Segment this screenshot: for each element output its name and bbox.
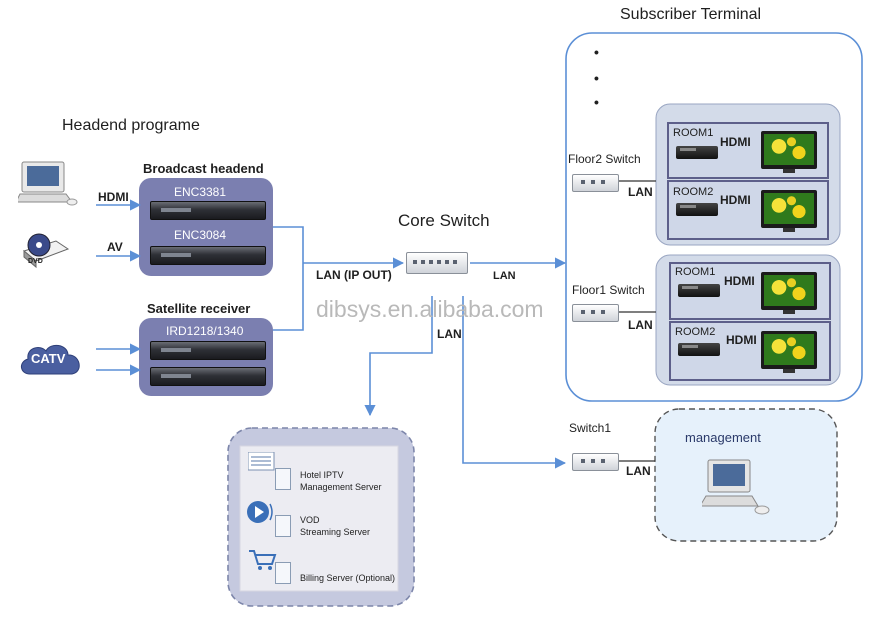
cart-icon xyxy=(249,550,277,570)
core-switch-icon xyxy=(406,252,468,274)
headend-program-title: Headend programe xyxy=(62,117,200,134)
vod-play-icon xyxy=(247,501,273,523)
bullet-3: • xyxy=(594,94,599,110)
bullet-2: • xyxy=(594,70,599,86)
core-switch-title: Core Switch xyxy=(398,211,490,230)
floor1-room1-hdmi: HDMI xyxy=(724,274,755,288)
floor2-switch-label: Floor2 Switch xyxy=(568,152,641,166)
encoder-enc3084 xyxy=(150,246,266,265)
switch1-icon xyxy=(572,453,619,471)
catv-cloud-icon xyxy=(21,344,80,375)
ird-label: IRD1218/1340 xyxy=(166,324,244,338)
broadcast-headend-title: Broadcast headend xyxy=(143,161,264,176)
floor2-room1-hdmi: HDMI xyxy=(720,135,751,149)
dvd-text: DVD xyxy=(28,258,43,265)
catv-label: CATV xyxy=(31,351,66,366)
floor1-switch-label: Floor1 Switch xyxy=(572,283,645,297)
server-icon xyxy=(275,515,291,537)
pc-icon xyxy=(702,459,770,515)
subscriber-terminal-title: Subscriber Terminal xyxy=(620,6,762,23)
ird-receiver-1 xyxy=(150,341,266,360)
watermark: dibsys.en.alibaba.com xyxy=(316,296,544,322)
vod-server-line1: VOD xyxy=(300,515,320,525)
set-top-box-icon xyxy=(678,284,720,297)
encoder-enc3381 xyxy=(150,201,266,220)
set-top-box-icon xyxy=(676,146,718,159)
hotel-server-line1: Hotel IPTV xyxy=(300,470,344,480)
ird-receiver-2 xyxy=(150,367,266,386)
switch1-label: Switch1 xyxy=(569,421,612,435)
core-lan-down-label: LAN xyxy=(437,327,462,341)
vod-server-line2: Streaming Server xyxy=(300,527,371,537)
av-input-label: AV xyxy=(107,240,123,254)
floor1-room2-name: ROOM2 xyxy=(675,326,716,338)
floor2-room1-name: ROOM1 xyxy=(673,127,714,139)
enc3084-label: ENC3084 xyxy=(174,228,227,242)
lan-ip-out-label: LAN (IP OUT) xyxy=(316,268,392,282)
server-icon xyxy=(275,468,291,490)
core-lan-right-label: LAN xyxy=(493,270,516,282)
floor2-room2-hdmi: HDMI xyxy=(720,193,751,207)
floor2-room2-name: ROOM2 xyxy=(673,186,714,198)
dvd-icon: DVD xyxy=(22,233,70,269)
management-title: management xyxy=(685,430,761,445)
floor1-switch-icon xyxy=(572,304,619,322)
tv-icon xyxy=(761,190,817,232)
satellite-receiver-title: Satellite receiver xyxy=(147,301,251,316)
billing-server-label: Billing Server (Optional) xyxy=(300,573,396,583)
floor2-lan-label: LAN xyxy=(628,185,653,199)
enc3381-label: ENC3381 xyxy=(174,185,227,199)
tv-icon xyxy=(761,131,817,173)
hdmi-input-label: HDMI xyxy=(98,190,129,204)
server-list-icon xyxy=(248,452,275,471)
floor1-lan-label: LAN xyxy=(628,318,653,332)
floor1-room1-name: ROOM1 xyxy=(675,266,716,278)
switch1-lan-label: LAN xyxy=(626,464,651,478)
hotel-server-line2: Management Server xyxy=(300,482,382,492)
set-top-box-icon xyxy=(676,203,718,216)
tv-icon xyxy=(761,331,817,373)
floor2-switch-icon xyxy=(572,174,619,192)
set-top-box-icon xyxy=(678,343,720,356)
laptop-icon xyxy=(18,161,78,206)
server-icon xyxy=(275,562,291,584)
tv-icon xyxy=(761,272,817,314)
floor1-room2-hdmi: HDMI xyxy=(726,333,757,347)
bullet-1: • xyxy=(594,44,599,60)
